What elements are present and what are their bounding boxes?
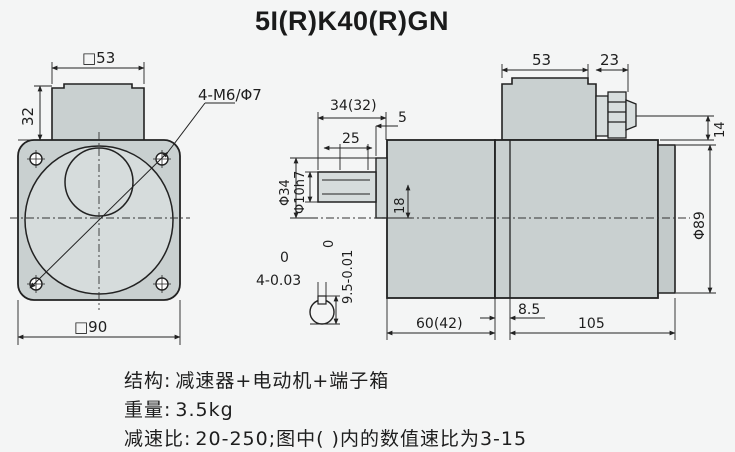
front-bottom-width-label: □90 [74, 318, 107, 336]
motor-body [494, 139, 659, 299]
shaft-length-label: 34(32) [330, 98, 377, 114]
gland-width-label: 23 [600, 51, 619, 69]
motor-rear-cap [657, 144, 676, 294]
key-depth-tol-bottom: 9.5-0.01 [341, 250, 356, 304]
front-top-width-label: □53 [82, 49, 115, 67]
shaft-dia-label: Φ10h7 [293, 171, 308, 214]
spec-weight: 重量:3.5kg [124, 395, 724, 422]
shaft-step-label: 5 [398, 110, 407, 126]
gland-height-label: 14 [713, 121, 728, 138]
gearbox-body [386, 139, 496, 299]
output-shaft [317, 171, 377, 203]
front-left-height-label: 32 [19, 107, 37, 126]
spec-ratio: 减速比:20-250;图中( )内的数值速比为3-15 [124, 424, 724, 451]
side-view: 34(32) 5 25 Φ34 Φ10h7 18 Φ89 53 23 14 60… [278, 51, 728, 340]
box-width-label: 53 [532, 51, 551, 69]
front-view: □53 32 4-M6/Φ7 □90 [10, 49, 262, 345]
key-width-tol-top: 0 [280, 250, 289, 266]
motor-length-label: 105 [578, 316, 605, 332]
gear-length-label: 60(42) [416, 316, 463, 332]
spec-weight-label: 重量: [124, 399, 172, 421]
key-depth-tol-top: 0 [322, 240, 337, 248]
spec-ratio-value: 20-250;图中( )内的数值速比为3-15 [195, 428, 528, 450]
key-detail: 0 4-0.03 0 9.5-0.01 [256, 240, 356, 325]
flange-dia-label: Φ34 [278, 179, 293, 206]
spec-ratio-label: 减速比: [124, 428, 192, 450]
hole-spec-label: 4-M6/Φ7 [198, 86, 262, 104]
shaft-flange [375, 157, 388, 219]
terminal-box [501, 77, 597, 141]
key-width-label: 18 [393, 197, 408, 214]
front-top-box [51, 83, 145, 140]
key-length-label: 25 [342, 131, 360, 147]
body-dia-label: Φ89 [692, 211, 708, 240]
spec-structure: 结构:减速器+电动机+端子箱 [124, 366, 724, 393]
page-title: 5I(R)K40(R)GN [255, 6, 450, 36]
spec-weight-value: 3.5kg [175, 399, 234, 421]
spec-structure-label: 结构: [124, 370, 172, 392]
key-width-tol-bottom: 4-0.03 [256, 273, 301, 289]
gap-label: 8.5 [518, 302, 540, 318]
spec-structure-value: 减速器+电动机+端子箱 [175, 370, 390, 392]
cable-gland [595, 91, 637, 139]
